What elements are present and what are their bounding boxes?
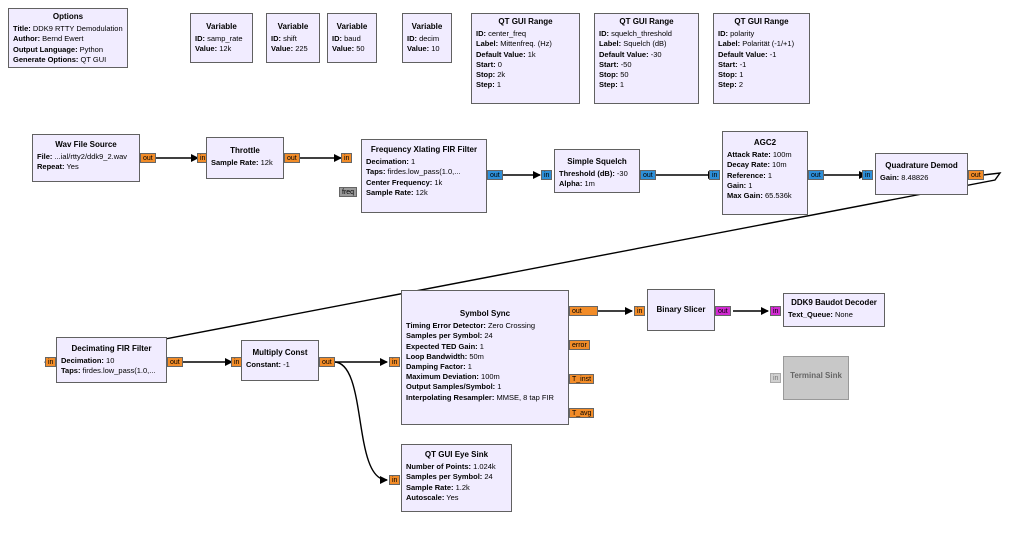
block-title: QT GUI Range <box>619 17 674 26</box>
decim-fir-out-port[interactable]: out <box>167 357 183 367</box>
symbol-sync-t-avg-port[interactable]: T_avg <box>569 408 595 418</box>
decimating-fir-filter-block[interactable]: Decimating FIR Filter Decimation: 10 Tap… <box>56 337 167 383</box>
throttle-block[interactable]: Throttle Sample Rate: 12k <box>206 137 284 179</box>
agc-out-port[interactable]: out <box>808 170 824 180</box>
block-title: Variable <box>411 22 443 31</box>
quad-demod-out-port[interactable]: out <box>968 170 984 180</box>
wav-source-out-port[interactable]: out <box>140 153 156 163</box>
block-title: Simple Squelch <box>567 157 627 166</box>
block-title: QT GUI Range <box>734 17 789 26</box>
agc2-block[interactable]: AGC2 Attack Rate: 100m Decay Rate: 10m R… <box>722 131 808 215</box>
qt-gui-range-center-freq-block[interactable]: QT GUI Range ID: center_freq Label: Mitt… <box>471 13 580 104</box>
qt-gui-range-polarity-block[interactable]: QT GUI Range ID: polarity Label: Polarit… <box>713 13 810 104</box>
block-title: Multiply Const <box>252 348 308 357</box>
terminal-sink-in-port[interactable]: in <box>770 373 782 383</box>
block-title: Options <box>52 12 84 21</box>
quad-demod-in-port[interactable]: in <box>862 170 874 180</box>
squelch-in-port[interactable]: in <box>541 170 553 180</box>
block-title: Variable <box>336 22 368 31</box>
baudot-in-port[interactable]: in <box>770 306 782 316</box>
block-title: Terminal Sink <box>790 371 842 380</box>
frequency-xlating-fir-filter-block[interactable]: Frequency Xlating FIR Filter Decimation:… <box>361 139 487 213</box>
decim-fir-in-port[interactable]: in <box>45 357 57 367</box>
slicer-in-port[interactable]: in <box>634 306 646 316</box>
terminal-sink-block[interactable]: Terminal Sink <box>783 356 849 400</box>
wire-multiply-to-eyesink <box>333 361 388 484</box>
block-title: DDK9 Baudot Decoder <box>791 298 877 307</box>
qt-gui-range-squelch-block[interactable]: QT GUI Range ID: squelch_threshold Label… <box>594 13 699 104</box>
xlating-out-port[interactable]: out <box>487 170 503 180</box>
symbol-sync-in-port[interactable]: in <box>389 357 401 367</box>
block-title: AGC2 <box>753 138 777 147</box>
block-title: Variable <box>206 22 237 31</box>
multiply-out-port[interactable]: out <box>319 357 335 367</box>
block-title: Wav File Source <box>55 140 117 149</box>
symbol-sync-error-port[interactable]: error <box>569 340 590 350</box>
squelch-out-port[interactable]: out <box>640 170 656 180</box>
block-title: QT GUI Range <box>498 17 553 26</box>
wav-file-source-block[interactable]: Wav File Source File: ...ial/rtty2/ddk9_… <box>32 134 140 182</box>
slicer-out-port[interactable]: out <box>715 306 731 316</box>
quadrature-demod-block[interactable]: Quadrature Demod Gain: 8.48826 <box>875 153 968 195</box>
qt-gui-eye-sink-block[interactable]: QT GUI Eye Sink Number of Points: 1.024k… <box>401 444 512 512</box>
ddk9-baudot-decoder-block[interactable]: DDK9 Baudot Decoder Text_Queue: None <box>783 293 885 327</box>
xlating-in-port[interactable]: in <box>341 153 353 163</box>
options-block[interactable]: Options Title: DDK9 RTTY Demodulation Au… <box>8 8 128 68</box>
agc-in-port[interactable]: in <box>709 170 721 180</box>
block-title: Decimating FIR Filter <box>71 344 152 353</box>
block-title: QT GUI Eye Sink <box>424 450 489 459</box>
wire-quad-to-decim <box>44 172 1002 365</box>
block-title: Quadrature Demod <box>885 161 958 170</box>
block-title: Frequency Xlating FIR Filter <box>370 145 478 154</box>
eye-sink-in-port[interactable]: in <box>389 475 401 485</box>
throttle-out-port[interactable]: out <box>284 153 300 163</box>
xlating-freq-port[interactable]: freq <box>339 187 358 197</box>
block-title: Throttle <box>230 146 260 155</box>
block-title: Binary Slicer <box>656 305 706 314</box>
variable-decim-block[interactable]: Variable ID: decim Value: 10 <box>402 13 452 63</box>
symbol-sync-t-inst-port[interactable]: T_inst <box>569 374 595 384</box>
symbol-sync-block[interactable]: Symbol Sync Timing Error Detector: Zero … <box>401 290 569 425</box>
simple-squelch-block[interactable]: Simple Squelch Threshold (dB): -30 Alpha… <box>554 149 640 193</box>
variable-samp-rate-block[interactable]: Variable ID: samp_rate Value: 12k <box>190 13 253 63</box>
binary-slicer-block[interactable]: Binary Slicer <box>647 289 715 331</box>
block-title: Variable <box>277 22 309 31</box>
variable-shift-block[interactable]: Variable ID: shift Value: 225 <box>266 13 320 63</box>
block-title: Symbol Sync <box>459 309 511 318</box>
symbol-sync-out-port[interactable]: out <box>569 306 598 316</box>
multiply-const-block[interactable]: Multiply Const Constant: -1 <box>241 340 319 381</box>
variable-baud-block[interactable]: Variable ID: baud Value: 50 <box>327 13 377 63</box>
